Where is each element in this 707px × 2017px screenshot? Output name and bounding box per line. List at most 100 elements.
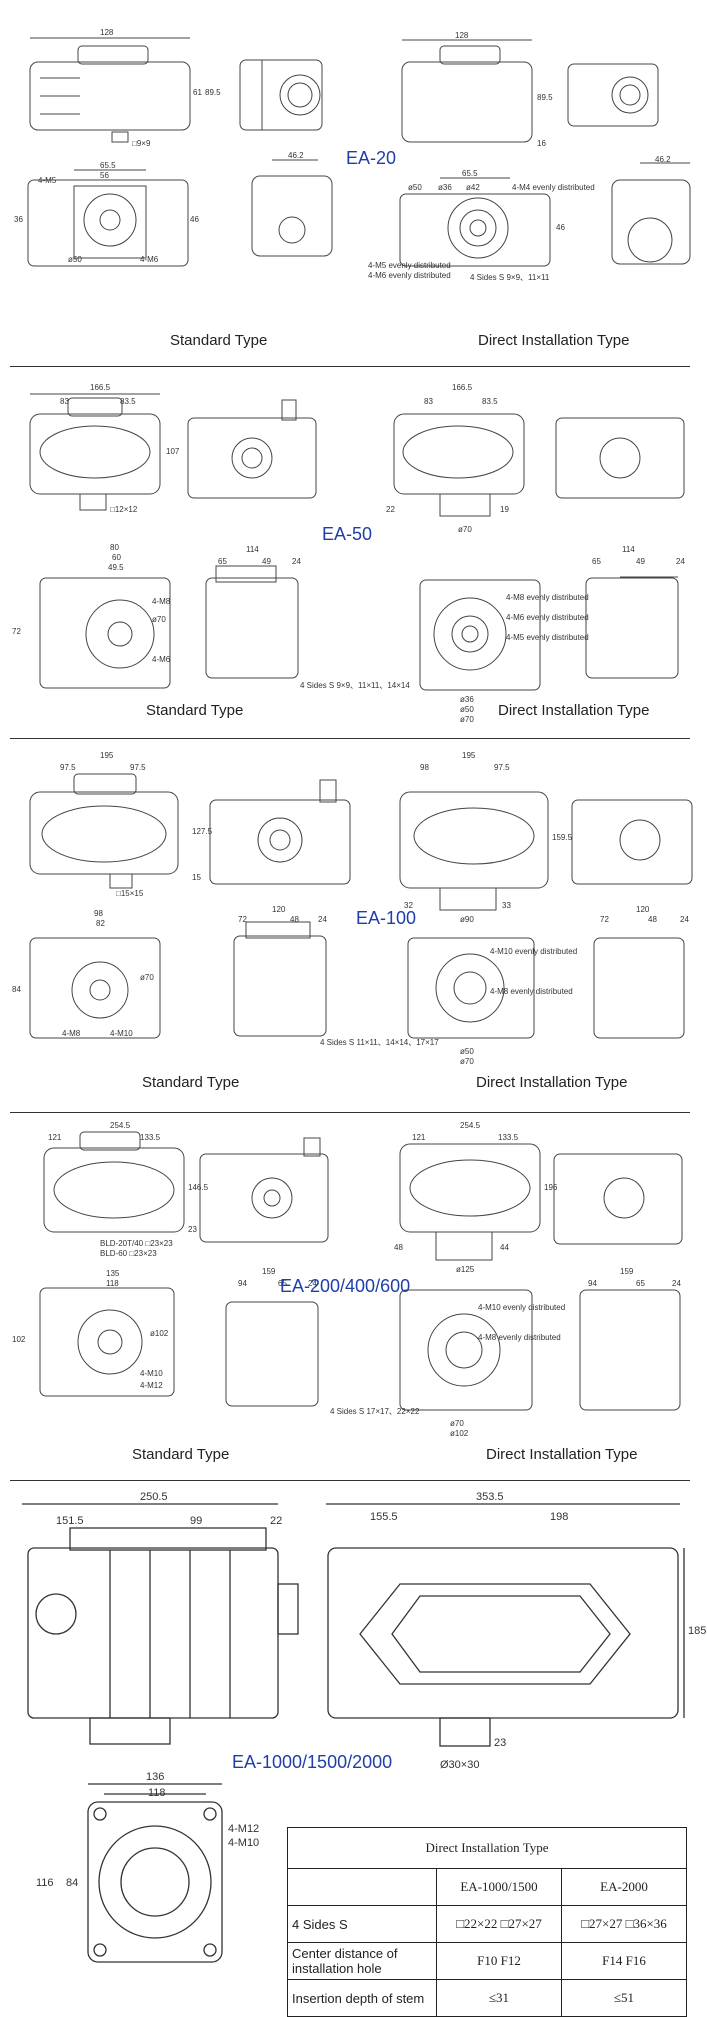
dim-label: 128	[455, 31, 469, 40]
dim-label: □9×9	[132, 139, 151, 148]
dim-label: 146.5	[188, 1183, 209, 1192]
dim-label: 98	[94, 909, 103, 918]
dim-label: 16	[537, 139, 546, 148]
dim-label: 48	[648, 915, 657, 924]
dim-label: □12×12	[110, 505, 138, 514]
dim-label: 135	[106, 1269, 120, 1278]
dim-label: 65	[636, 1279, 645, 1288]
dim-label: 159	[262, 1267, 276, 1276]
dim-label: ø70	[460, 1057, 474, 1066]
dim-label: ø50	[68, 255, 82, 264]
dim-label: 72	[12, 627, 21, 636]
dim-label: 166.5	[452, 383, 473, 392]
dim-label: 136	[146, 1771, 164, 1783]
dim-label: 72	[600, 915, 609, 924]
ea-50-drawings: 166.5 83 83.5 107 □12×12 80 60 49.5 72 ø…	[12, 383, 685, 724]
dim-label: 114	[622, 545, 635, 554]
section-divider	[10, 366, 690, 367]
dim-label: 4-M12	[140, 1381, 163, 1390]
dim-label: 19	[500, 505, 509, 514]
dim-label: 65.5	[100, 161, 116, 170]
dim-label: 46.2	[288, 151, 304, 160]
dim-label: 24	[680, 915, 689, 924]
dim-label: ø50	[408, 183, 422, 192]
dim-label: 118	[106, 1279, 119, 1288]
model-label: EA-20	[346, 148, 397, 168]
dim-label: 4 Sides S 11×11、14×14、17×17	[320, 1038, 439, 1047]
standard-type-caption: Standard Type	[142, 1074, 240, 1091]
spec-table-corner	[287, 1868, 437, 1906]
dim-label: 4-M12	[228, 1823, 259, 1835]
dim-label: 15	[192, 873, 201, 882]
spec-row-label: Center distance of installation hole	[287, 1942, 437, 1980]
dim-label: 56	[100, 171, 109, 180]
standard-type-caption: Standard Type	[146, 702, 244, 719]
dim-label: 4-M8 evenly distributed	[490, 987, 573, 996]
dim-label: 118	[148, 1787, 166, 1799]
dim-label: 44	[500, 1243, 509, 1252]
dim-label: 4-M6	[140, 255, 159, 264]
dim-label: ø70	[152, 615, 166, 624]
dim-label: 89.5	[537, 93, 553, 102]
dim-label: ø50	[460, 705, 474, 714]
dim-label: ø50	[460, 1047, 474, 1056]
dim-label: 151.5	[56, 1515, 84, 1527]
dim-label: 4-M10 evenly distributed	[478, 1303, 565, 1312]
dim-label: ø90	[460, 915, 474, 924]
dim-label: 36	[14, 215, 23, 224]
dim-label: 22	[270, 1515, 282, 1527]
dim-label: 94	[238, 1279, 247, 1288]
spec-cell: □27×27 □36×36	[561, 1905, 687, 1943]
dim-label: 4 Sides S 17×17、22×22	[330, 1407, 420, 1416]
dim-label: 159	[620, 1267, 634, 1276]
dim-label: 121	[48, 1133, 62, 1142]
dim-label: 84	[66, 1877, 78, 1889]
dim-label: 102	[12, 1335, 26, 1344]
dim-label: 97.5	[60, 763, 76, 772]
dim-label: 4-M8 evenly distributed	[506, 593, 589, 602]
dim-label: 84	[12, 985, 21, 994]
dim-label: 72	[238, 915, 247, 924]
spec-row-label: 4 Sides S	[287, 1905, 437, 1943]
dim-label: 60	[112, 553, 121, 562]
dim-label: ø70	[140, 973, 154, 982]
spec-cell: ≤51	[561, 1979, 687, 2017]
spec-cell: F10 F12	[436, 1942, 562, 1980]
section-ea-1000-1500-2000: 250.5 151.5 99 22 353.5 155.5 198 185 23…	[0, 1484, 707, 2005]
dim-label: 166.5	[90, 383, 111, 392]
dim-label: 4-M6	[152, 655, 171, 664]
section-ea-200-400-600: 254.5 121 133.5 146.5 23 BLD-20T/40 □23×…	[0, 1114, 707, 1484]
dim-label: 159.5	[552, 833, 573, 842]
dim-label: 83	[60, 397, 69, 406]
spec-cell: ≤31	[436, 1979, 562, 2017]
dim-label: 61	[193, 88, 202, 97]
ea-100-drawings: 195 97.5 97.5 127.5 15 □15×15 98 82 84 ø…	[12, 751, 693, 1066]
dim-label: 127.5	[192, 827, 213, 836]
ea-1000-drawings: 250.5 151.5 99 22 353.5 155.5 198 185 23…	[22, 1491, 706, 1963]
dim-label: 83.5	[482, 397, 498, 406]
spec-row-label: Insertion depth of stem	[287, 1979, 437, 2017]
dim-label: 4-M6 evenly distributed	[506, 613, 589, 622]
direct-type-caption: Direct Installation Type	[476, 1074, 628, 1091]
model-label: EA-100	[356, 908, 417, 928]
section-divider	[10, 1112, 690, 1113]
dim-label: 49.5	[108, 563, 124, 572]
section-ea-20: 128 61 89.5 □9×9 65.5 56 4-M5 36 46 ø50 …	[0, 0, 707, 372]
spec-table-title: Direct Installation Type	[287, 1827, 687, 1869]
model-label: EA-50	[322, 524, 373, 544]
dim-label: 4-M5 evenly distributed	[506, 633, 589, 642]
dim-label: 195	[462, 751, 476, 760]
section-divider	[10, 738, 690, 739]
dim-label: 196	[544, 1183, 558, 1192]
dim-label: 4-M8	[62, 1029, 81, 1038]
standard-type-caption: Standard Type	[132, 1446, 230, 1463]
dim-label: 49	[262, 557, 271, 566]
dim-label: 94	[588, 1279, 597, 1288]
dim-label: 98	[420, 763, 429, 772]
dim-label: 4 Sides S 9×9、11×11	[470, 273, 550, 282]
dim-label: 195	[100, 751, 114, 760]
dim-label: 120	[272, 905, 286, 914]
dim-label: ø70	[460, 715, 474, 724]
spec-col-header: EA-2000	[561, 1868, 687, 1906]
dim-label: BLD-20T/40 □23×23	[100, 1239, 173, 1248]
